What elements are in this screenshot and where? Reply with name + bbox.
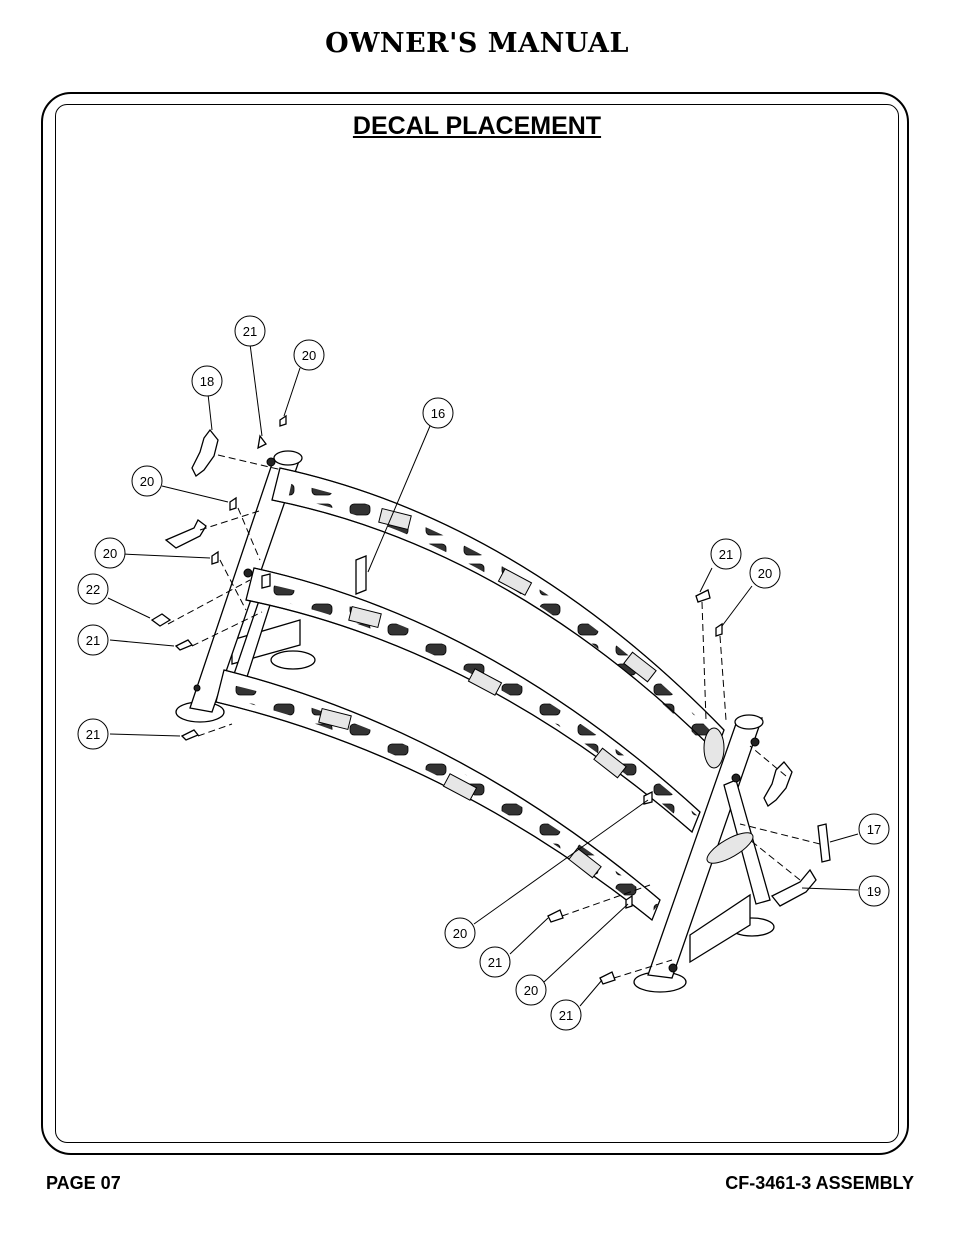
callout-label: 16: [431, 406, 445, 421]
left-end-frame: [175, 450, 316, 723]
callout-label: 21: [86, 727, 100, 742]
callout-21-left-middle: 21: [77, 624, 109, 656]
callout-21-bottom-left: 21: [479, 946, 511, 978]
leader-lines: [107, 343, 859, 1007]
top-tier-rail: [271, 467, 725, 769]
callout-label: 18: [200, 374, 214, 389]
page-number: PAGE 07: [46, 1173, 121, 1193]
callout-20-bottom-left: 20: [444, 917, 476, 949]
callout-label: 20: [758, 566, 772, 581]
callout-20-bottom: 20: [515, 974, 547, 1006]
callout-label: 21: [243, 324, 257, 339]
callout-20-top: 20: [293, 339, 325, 371]
placement-guides: [167, 454, 821, 979]
callout-21-left-bottom: 21: [77, 718, 109, 750]
callout-22: 22: [77, 573, 109, 605]
callout-20-right: 20: [749, 557, 781, 589]
callout-label: 21: [488, 955, 502, 970]
callout-21-top: 21: [234, 315, 266, 347]
callout-label: 20: [453, 926, 467, 941]
callout-17: 17: [858, 813, 890, 845]
callout-21-bottom: 21: [550, 999, 582, 1031]
callout-label: 20: [140, 474, 154, 489]
right-end-frame: [633, 714, 775, 993]
callout-label: 20: [524, 983, 538, 998]
callout-label: 21: [559, 1008, 573, 1023]
callout-label: 19: [867, 884, 881, 899]
outer-frame: [41, 92, 909, 1155]
callout-label: 20: [302, 348, 316, 363]
callout-20-left-upper: 20: [131, 465, 163, 497]
callout-label: 20: [103, 546, 117, 561]
manual-title: OWNER'S MANUAL: [325, 28, 629, 59]
model-assembly: CF-3461-3 ASSEMBLY: [725, 1173, 914, 1193]
callout-label: 21: [86, 633, 100, 648]
callout-21-right: 21: [710, 538, 742, 570]
middle-tier-rail: [245, 567, 701, 834]
callout-20-left-middle: 20: [94, 537, 126, 569]
callout-18: 18: [191, 365, 223, 397]
inner-frame: [55, 104, 899, 1143]
callout-16: 16: [422, 397, 454, 429]
callout-label: 22: [86, 582, 100, 597]
callout-19: 19: [858, 875, 890, 907]
section-title: DECAL PLACEMENT: [352, 112, 602, 140]
callout-label: 17: [867, 822, 881, 837]
bottom-tier-rail: [215, 669, 661, 922]
callout-label: 21: [719, 547, 733, 562]
